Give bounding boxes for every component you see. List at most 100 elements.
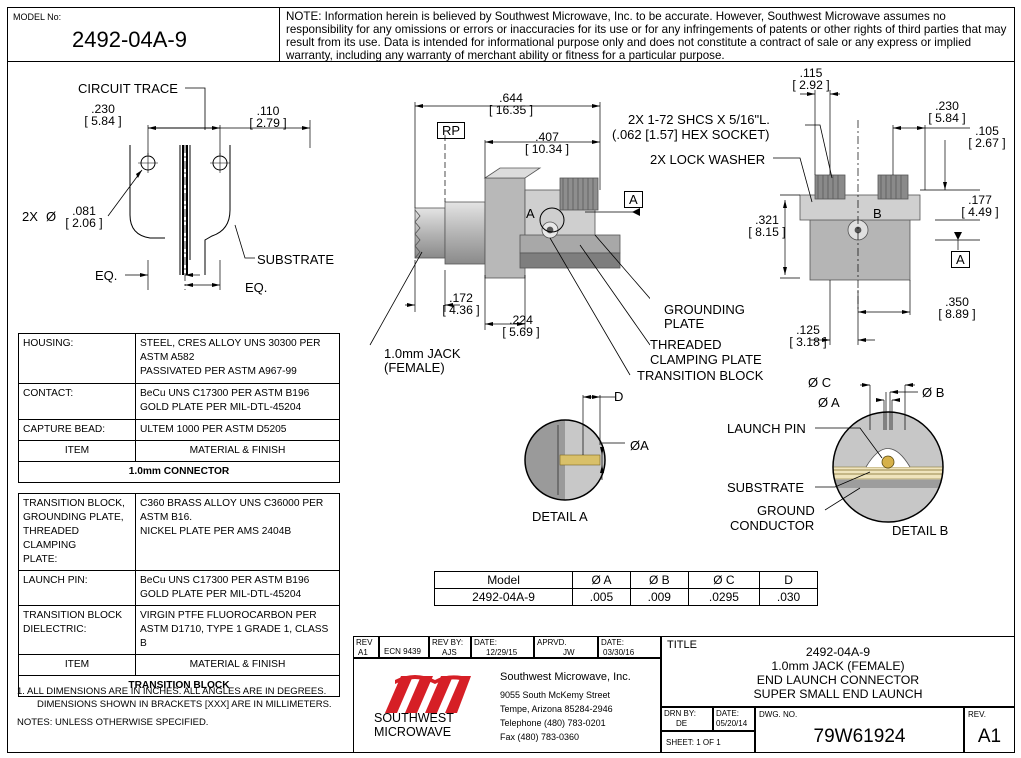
dim-081-left: .081[ 2.06 ]	[65, 204, 103, 230]
detail-a-d-label: D	[614, 389, 624, 404]
dimensions-table: Model Ø A Ø B Ø C D 2492-04A-9 .005 .009…	[433, 571, 818, 606]
table-cell: HOUSING:	[18, 333, 136, 384]
lock-washer-label: 2X LOCK WASHER	[650, 152, 766, 167]
shcs-label-2: (.062 [1.57] HEX SOCKET)	[612, 127, 770, 142]
threaded-label-2: CLAMPING PLATE	[650, 352, 762, 367]
dim-115: .115[ 2.92 ]	[792, 66, 830, 92]
table-cell: BeCu UNS C17300 PER ASTM B196 GOLD PLATE…	[135, 383, 340, 420]
table-cell: .005	[572, 588, 631, 606]
substrate-label-left: SUBSTRATE	[257, 252, 335, 267]
table-cell: TRANSITION BLOCK DIELECTRIC:	[18, 605, 136, 655]
column-header: Ø A	[572, 571, 631, 589]
table-cell: C360 BRASS ALLOY UNS C36000 PER ASTM B16…	[135, 493, 340, 571]
table-cell: .009	[629, 588, 689, 606]
table-row: 2492-04A-9 .005 .009 .0295 .030	[433, 588, 818, 606]
rev-cell: REV A1	[353, 636, 379, 658]
company-phone: Telephone (480) 783-0201	[500, 718, 606, 728]
column-header: Ø B	[629, 571, 689, 589]
eq-label-1: EQ.	[95, 268, 118, 283]
detail-b-drawing	[815, 383, 944, 523]
table-row: HOUSING: STEEL, CRES ALLOY UNS 30300 PER…	[18, 333, 340, 384]
title-text: 2492-04A-9 1.0mm JACK (FEMALE) END LAUNC…	[753, 645, 923, 701]
shcs-label-1: 2X 1-72 SHCS X 5/16"L.	[628, 112, 770, 127]
datum-a-box-center: A	[624, 191, 643, 208]
dim-105: .105[ 2.67 ]	[968, 124, 1006, 150]
table-cell: CONTACT:	[18, 383, 136, 420]
dim-644: .644[ 16.35 ]	[488, 91, 534, 117]
detail-b-caption: DETAIL B	[892, 523, 949, 538]
threaded-label-1: THREADED	[650, 337, 722, 352]
company-name: Southwest Microwave, Inc.	[500, 671, 631, 683]
table-row: TRANSITION BLOCK, GROUNDING PLATE, THREA…	[18, 493, 340, 571]
column-header: ITEM	[18, 440, 136, 462]
dim-407: .407[ 10.34 ]	[524, 130, 570, 156]
rev2-cell: REV.	[964, 707, 1015, 753]
dwg-no-cell: DWG. NO.	[755, 707, 964, 753]
drn-by-cell: DRN BY: DE	[661, 707, 713, 731]
grounding-label-1: GROUNDING	[664, 302, 745, 317]
label-b-right: B	[873, 206, 882, 221]
center-view-drawing	[369, 102, 650, 376]
column-header: MATERIAL & FINISH	[135, 654, 340, 676]
note-1b: DIMENSIONS SHOWN IN BRACKETS [XXX] ARE I…	[37, 699, 332, 710]
detail-a-drawing	[524, 395, 625, 501]
drn-date-cell: DATE: 05/20/14	[713, 707, 755, 731]
detail-b-ground-1: GROUND	[757, 503, 815, 518]
connector-material-table: HOUSING: STEEL, CRES ALLOY UNS 30300 PER…	[18, 333, 340, 483]
dim-110-left: .110[ 2.79 ]	[249, 104, 287, 130]
detail-a-caption: DETAIL A	[532, 509, 588, 524]
left-view-drawing	[107, 87, 311, 290]
table-cell: TRANSITION BLOCK, GROUNDING PLATE, THREA…	[18, 493, 136, 571]
detail-b-dia-b: Ø B	[922, 385, 945, 400]
datum-a-box-right: A	[951, 251, 970, 268]
jack-label-2: (FEMALE)	[384, 360, 445, 375]
detail-b-ground-2: CONDUCTOR	[730, 518, 815, 533]
table-header-row: ITEM MATERIAL & FINISH	[18, 654, 340, 676]
dim-230-left: .230[ 5.84 ]	[84, 102, 122, 128]
note-2: NOTES: UNLESS OTHERWISE SPECIFIED.	[17, 717, 209, 728]
note-1a: 1. ALL DIMENSIONS ARE IN INCHES. ALL ANG…	[17, 686, 327, 697]
rev2-value: A1	[977, 726, 1002, 747]
transition-block-label: TRANSITION BLOCK	[637, 368, 764, 383]
company-fax: Fax (480) 783-0360	[500, 732, 580, 742]
table-cell: STEEL, CRES ALLOY UNS 30300 PER ASTM A58…	[135, 333, 340, 384]
detail-b-dia-a: Ø A	[818, 395, 840, 410]
label-a-center: A	[526, 206, 535, 221]
dim-125: .125[ 3.18 ]	[789, 323, 827, 349]
detail-b-launch-pin: LAUNCH PIN	[727, 421, 806, 436]
table-cell: 2492-04A-9	[433, 588, 574, 606]
table-row: CAPTURE BEAD: ULTEM 1000 PER ASTM D5205	[18, 419, 340, 441]
header-vdivider	[279, 7, 280, 61]
column-header: ITEM	[18, 654, 136, 676]
detail-b-substrate: SUBSTRATE	[727, 480, 805, 495]
table-title-row: TRANSITION BLOCK	[18, 675, 340, 697]
logo-text-1: SOUTHWEST	[374, 711, 454, 725]
ecn-cell: ECN 9439	[379, 636, 429, 658]
eq-label-2: EQ.	[245, 280, 268, 295]
model-number: 2492-04A-9	[72, 27, 187, 52]
detail-b-dia-c: Ø C	[808, 375, 832, 390]
table-cell: .0295	[687, 588, 761, 606]
jack-label-1: 1.0mm JACK	[384, 346, 461, 361]
table-cell: CAPTURE BEAD:	[18, 419, 136, 441]
table-row: TRANSITION BLOCK DIELECTRIC: VIRGIN PTFE…	[18, 605, 340, 655]
rev-by-cell: REV BY: AJS	[429, 636, 471, 658]
company-logo-icon	[385, 675, 471, 713]
table-cell: VIRGIN PTFE FLUOROCARBON PER ASTM D1710,…	[135, 605, 340, 655]
table-header-row: Model Ø A Ø B Ø C D	[433, 571, 818, 589]
aprvd-cell: APRVD. JW	[534, 636, 598, 658]
table-title-row: 1.0mm CONNECTOR	[18, 461, 340, 483]
table-cell: ULTEM 1000 PER ASTM D5205	[135, 419, 340, 441]
grounding-label-2: PLATE	[664, 316, 705, 331]
hole-dia-symbol: Ø	[46, 209, 57, 224]
table-title: 1.0mm CONNECTOR	[18, 461, 340, 483]
rp-box: RP	[437, 122, 466, 139]
company-address-1: 9055 South McKemy Street	[500, 690, 611, 700]
table-header-row: ITEM MATERIAL & FINISH	[18, 440, 340, 462]
column-header: Model	[433, 571, 574, 589]
circuit-trace-label: CIRCUIT TRACE	[78, 81, 178, 96]
model-label: MODEL No:	[13, 12, 62, 22]
company-address-2: Tempe, Arizona 85284-2946	[500, 704, 613, 714]
dim-350: .350[ 8.89 ]	[938, 295, 976, 321]
table-row: LAUNCH PIN: BeCu UNS C17300 PER ASTM B19…	[18, 570, 340, 606]
